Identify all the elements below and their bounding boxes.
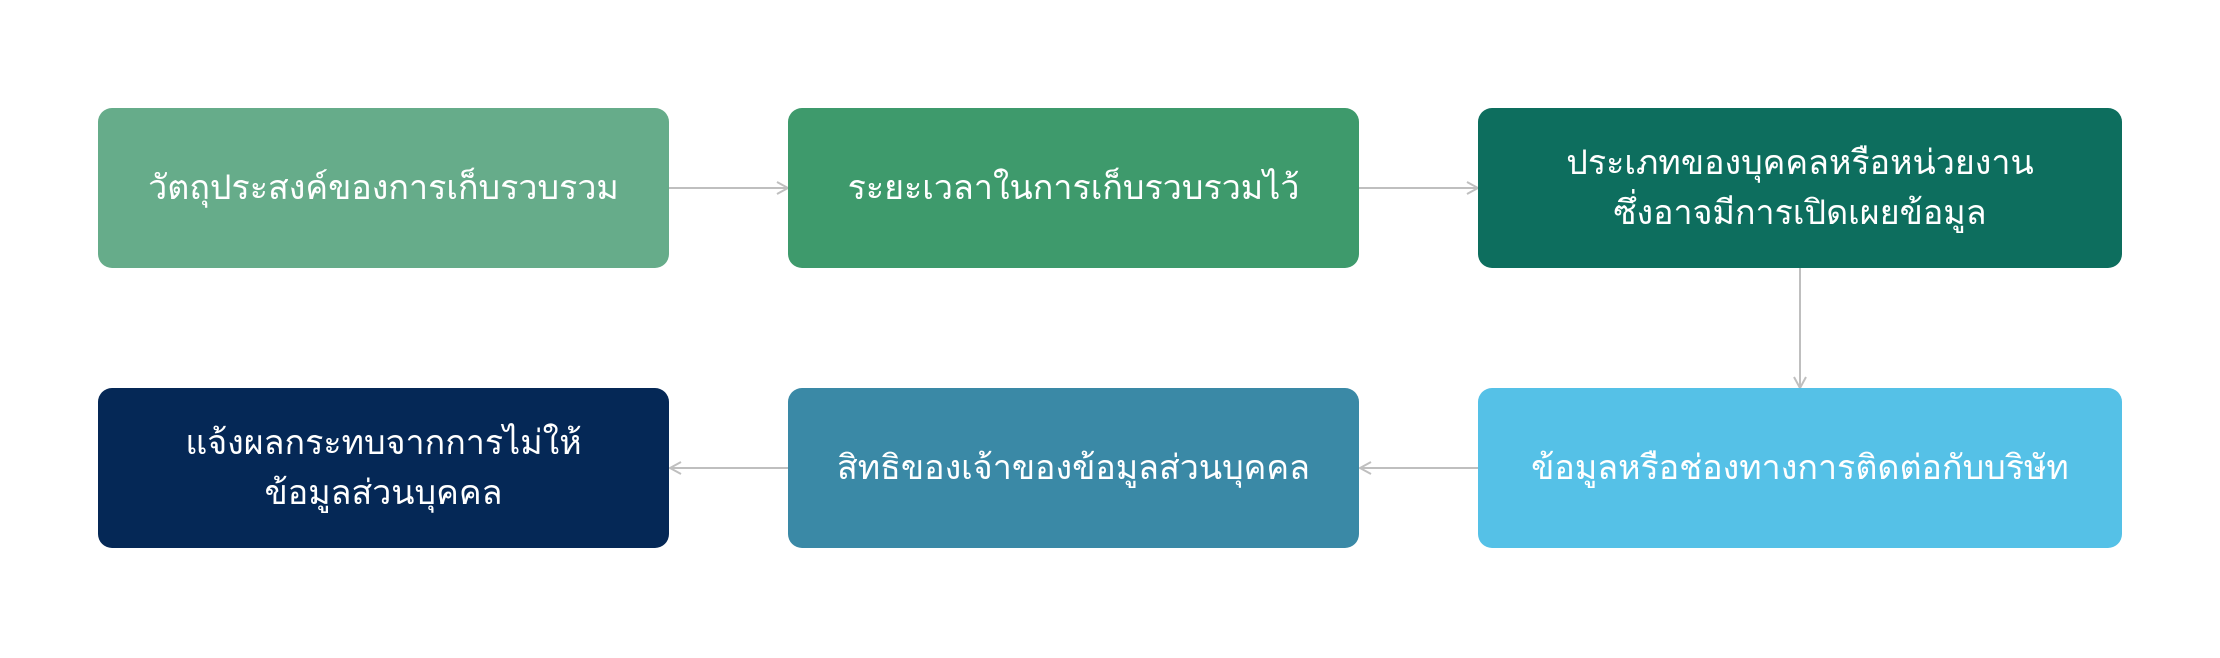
step-contact: ข้อมูลหรือช่องทางการติดต่อกับบริษัท <box>1478 388 2122 548</box>
step-purpose: วัตถุประสงค์ของการเก็บรวบรวม <box>98 108 669 268</box>
step-rights-line-1: สิทธิของเจ้าของข้อมูลส่วนบุคคล <box>837 448 1310 488</box>
step-impact: แจ้งผลกระทบจากการไม่ให้ ข้อมูลส่วนบุคคล <box>98 388 669 548</box>
step-disclosure-line-1: ประเภทของบุคคลหรือหน่วยงาน <box>1566 143 2034 183</box>
step-disclosure-line-2: ซึ่งอาจมีการเปิดเผยข้อมูล <box>1613 193 1987 233</box>
step-rights: สิทธิของเจ้าของข้อมูลส่วนบุคคล <box>788 388 1359 548</box>
step-disclosure: ประเภทของบุคคลหรือหน่วยงาน ซึ่งอาจมีการเ… <box>1478 108 2122 268</box>
step-contact-line-1: ข้อมูลหรือช่องทางการติดต่อกับบริษัท <box>1531 448 2069 488</box>
step-purpose-line-1: วัตถุประสงค์ของการเก็บรวบรวม <box>148 168 619 208</box>
step-impact-line-1: แจ้งผลกระทบจากการไม่ให้ <box>185 423 582 463</box>
step-retention: ระยะเวลาในการเก็บรวบรวมไว้ <box>788 108 1359 268</box>
step-retention-line-1: ระยะเวลาในการเก็บรวบรวมไว้ <box>847 168 1300 208</box>
step-impact-line-2: ข้อมูลส่วนบุคคล <box>264 473 503 513</box>
